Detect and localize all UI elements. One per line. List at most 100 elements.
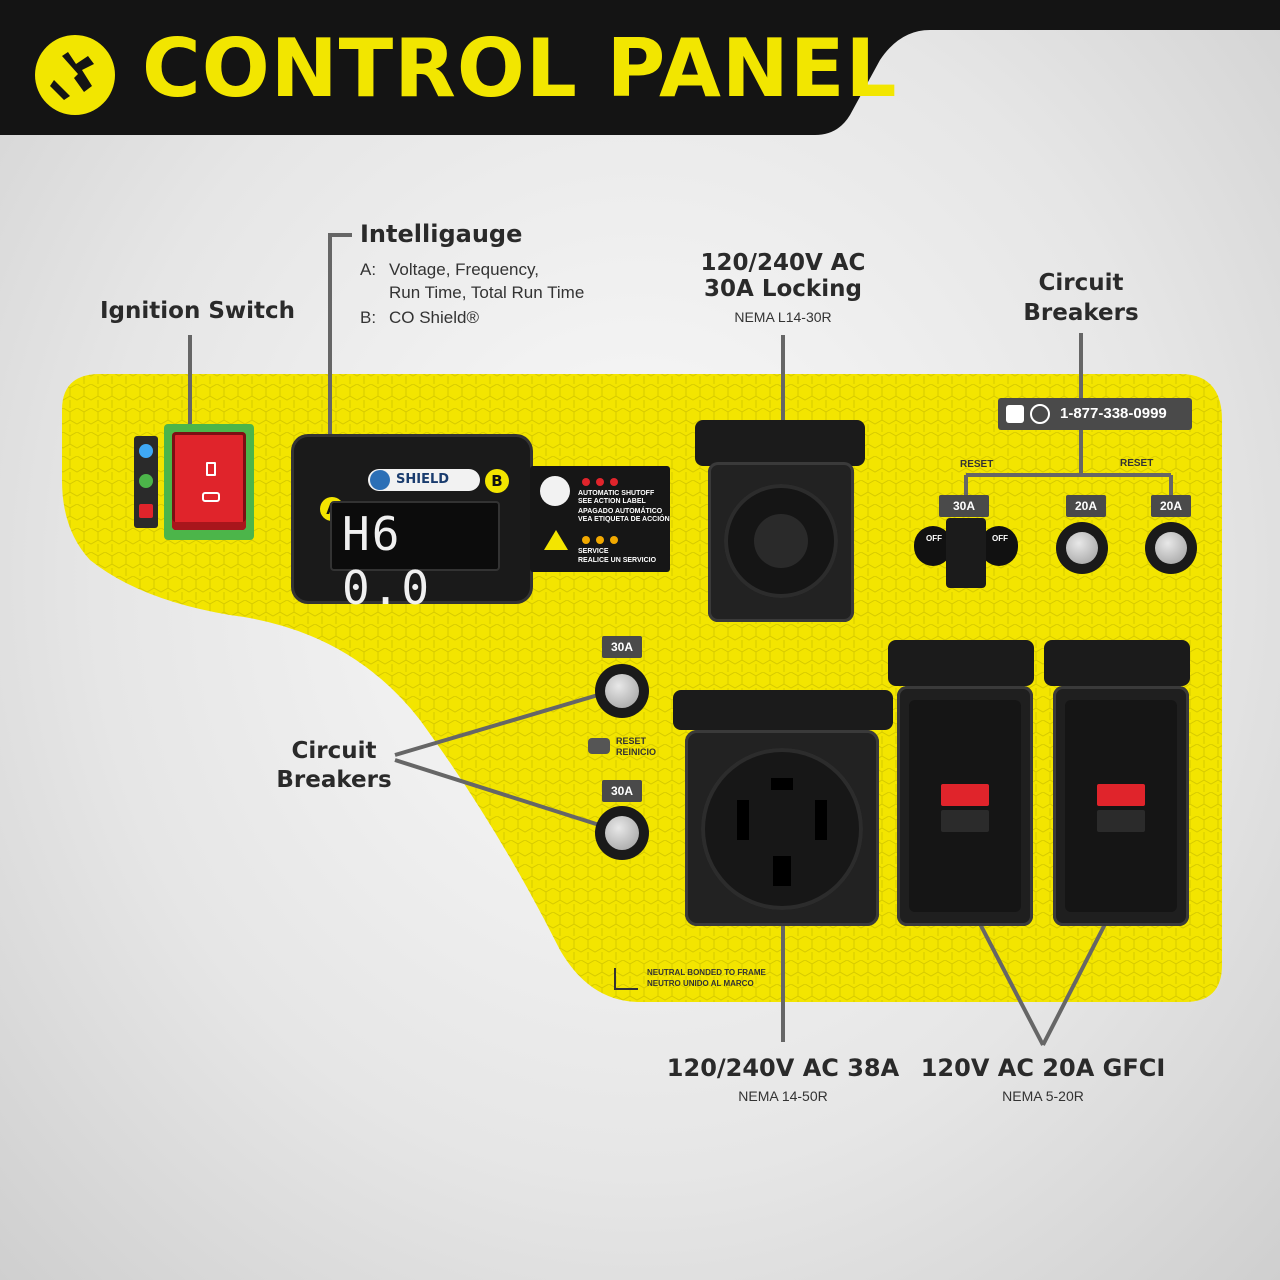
gfci-2-reset-button[interactable] [1097, 784, 1145, 806]
switch-off-mark [202, 492, 220, 502]
breaker-30a-button-1-cap [605, 674, 639, 708]
shield-label: SHIELD [396, 472, 450, 487]
breaker-20a-button-2-cap [1155, 532, 1187, 564]
top-breakers-title2: Breakers [1023, 300, 1139, 326]
breaker-30a-button-2-cap [605, 816, 639, 850]
red-led-3 [610, 478, 618, 486]
breaker-toggle-right [980, 526, 1018, 566]
ground-icon [614, 968, 638, 990]
gfci-title: 120V AC 20A GFCI [920, 1054, 1166, 1082]
breaker-20a-button-2[interactable] [1145, 522, 1197, 574]
warning-triangle-icon [544, 530, 568, 550]
co-line6: REALICE UN SERVICIO [578, 557, 657, 564]
locking-spec: NEMA L14-30R [734, 309, 832, 325]
header-bar [0, 0, 1280, 135]
co-line5: SERVICE [578, 548, 609, 555]
top-breakers-title1: Circuit [1038, 270, 1124, 296]
breaker-30a-text-top: 30A [952, 499, 975, 513]
breaker-20a-text-1: 20A [1074, 499, 1097, 513]
gfci-2-face [1065, 700, 1177, 912]
gfci-outlet-1[interactable] [897, 686, 1033, 926]
reset-es-label-mid: REINICIO [616, 747, 657, 757]
breaker-30a-text-1: 30A [610, 640, 633, 654]
intelligauge-a: Voltage, Frequency, [389, 260, 539, 279]
breaker-20a-label-1: 20A [1066, 495, 1106, 517]
reset-label-right: RESET [1120, 458, 1154, 469]
co-line1: AUTOMATIC SHUTOFF [578, 490, 655, 497]
co-line2: SEE ACTION LABEL [578, 498, 646, 505]
outlet-50-title: 120/240V AC 38A [666, 1054, 900, 1082]
outlet-14-50-slot-top [771, 778, 793, 790]
breaker-toggle-bar [946, 518, 986, 588]
locking-title1: 120/240V AC [700, 250, 866, 276]
ground-line2: NEUTRO UNIDO AL MARCO [647, 979, 754, 988]
amber-led-2 [596, 536, 604, 544]
intelligauge-a2: Run Time, Total Run Time [389, 283, 585, 302]
gfci-cover-1[interactable] [888, 640, 1034, 686]
breaker-toggle-left [914, 526, 952, 566]
outlet-14-50r[interactable] [685, 730, 879, 926]
breaker-20a-button-1[interactable] [1056, 522, 1108, 574]
breaker-20a-text-2: 20A [1159, 499, 1182, 513]
ignition-switch[interactable] [172, 432, 246, 530]
marker-b: B [485, 469, 509, 493]
left-breakers-title1: Circuit [291, 738, 377, 764]
breaker-20a-button-1-cap [1066, 532, 1098, 564]
headset-icon [1030, 404, 1050, 424]
gfci-1-reset-button[interactable] [941, 784, 989, 806]
outlet-50-spec: NEMA 14-50R [738, 1088, 828, 1104]
reset-label-mid: RESET [616, 736, 647, 746]
breaker-off-right: OFF [992, 534, 1008, 543]
breaker-30a-switch[interactable]: OFF OFF [914, 518, 1018, 588]
breaker-30a-label-2: 30A [602, 780, 642, 802]
intelligauge-title: Intelligauge [360, 220, 523, 248]
outlet-14-50-slot-bottom [773, 856, 791, 886]
gfci-spec: NEMA 5-20R [1002, 1088, 1084, 1104]
phone-badge: 1-877-338-0999 [998, 398, 1192, 430]
hand-logo-icon [35, 35, 115, 115]
co-shield-logo: SHIELD [368, 469, 480, 491]
intelligauge-b: CO Shield® [389, 308, 480, 327]
red-led-1 [582, 478, 590, 486]
breaker-30a-button-1[interactable] [595, 664, 649, 718]
run-icon [139, 474, 153, 488]
reset-hand-icon [588, 738, 610, 754]
gfci-1-face [909, 700, 1021, 912]
lcd-reading: H6 0.0 [342, 507, 432, 615]
locking-outlet-l14-30r[interactable] [708, 462, 854, 622]
breaker-30a-label-1: 30A [602, 636, 642, 658]
amber-led-1 [582, 536, 590, 544]
left-breakers-title2: Breakers [276, 767, 392, 793]
gfci-outlet-2[interactable] [1053, 686, 1189, 926]
breaker-30a-text-2: 30A [610, 784, 633, 798]
gfci-1-test-button[interactable] [941, 810, 989, 832]
mode-icons [134, 436, 158, 528]
breaker-off-left: OFF [926, 534, 942, 543]
stop-icon [139, 504, 153, 518]
breaker-20a-label-2: 20A [1151, 495, 1191, 517]
outlet-14-50-slot-right [815, 800, 827, 840]
co-shield-label: AUTOMATIC SHUTOFF SEE ACTION LABEL APAGA… [530, 466, 670, 572]
lcd-screen: H6 0.0 [330, 501, 500, 615]
outlet-14-50-cover[interactable] [673, 690, 893, 730]
gfci-2-test-button[interactable] [1097, 810, 1145, 832]
intelligauge-display: SHIELD B A H6 0.0 [294, 437, 530, 615]
co-line3: APAGADO AUTOMÁTICO [578, 508, 663, 515]
phone-number: 1-877-338-0999 [1060, 405, 1167, 422]
outlet-14-50-face [701, 748, 863, 910]
ground-line1: NEUTRAL BONDED TO FRAME [647, 968, 766, 977]
amber-led-3 [610, 536, 618, 544]
breaker-30a-label-top: 30A [939, 495, 989, 517]
co-shield-icon [370, 470, 390, 490]
co-line4: VEA ETIQUETA DE ACCIÓN [578, 516, 670, 523]
switch-on-mark [206, 462, 216, 476]
outlet-14-50-slot-left [737, 800, 749, 840]
red-led-2 [596, 478, 604, 486]
gfci-cover-2[interactable] [1044, 640, 1190, 686]
intelligauge-b-key: B: [360, 308, 377, 327]
locking-outlet-hub [754, 514, 808, 568]
breaker-30a-button-2[interactable] [595, 806, 649, 860]
locking-outlet-cover[interactable] [695, 420, 865, 466]
reset-label-left: RESET [960, 459, 994, 470]
intelligauge-a-key: A: [360, 260, 377, 279]
